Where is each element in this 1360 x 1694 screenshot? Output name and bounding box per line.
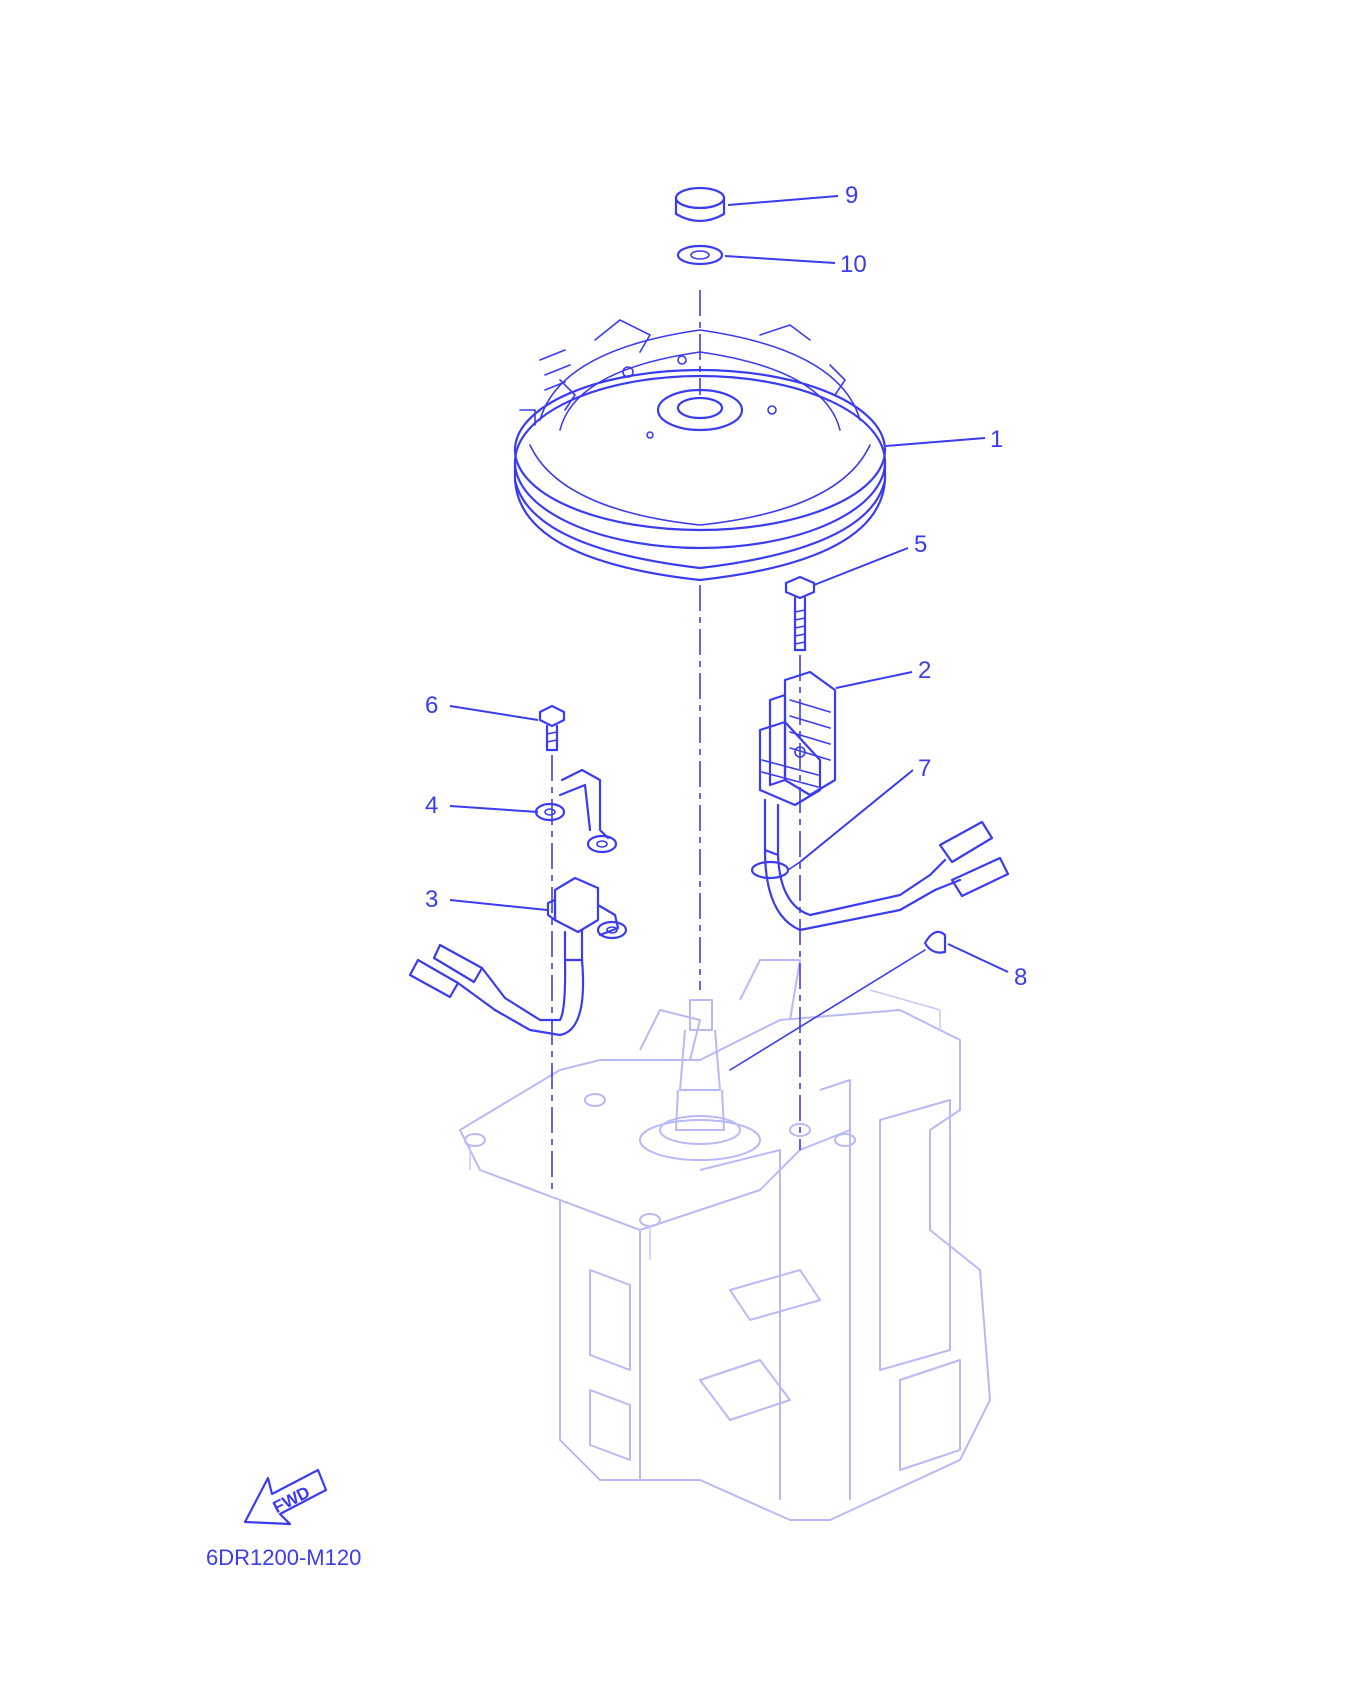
- drawing-code: 6DR1200-M120: [206, 1545, 361, 1570]
- bolt-5: [784, 575, 816, 652]
- leader-6: [449, 705, 539, 721]
- callout-1: 1: [990, 426, 1003, 453]
- charge-coil-leads: [763, 820, 1010, 932]
- callout-4: 4: [425, 792, 438, 819]
- callout-9: 9: [845, 182, 858, 209]
- bolt-6: [538, 704, 566, 752]
- powerhead-block: [459, 959, 991, 1521]
- fwd-arrow-icon: FWD: [243, 1468, 328, 1526]
- fwd-label: FWD: [270, 1483, 313, 1518]
- callout-6: 6: [425, 692, 438, 719]
- crankshaft-end: [639, 999, 761, 1161]
- callout-10: 10: [840, 251, 867, 278]
- callout-3: 3: [425, 886, 438, 913]
- charge-coil: [758, 670, 837, 857]
- leader-10: [724, 255, 836, 264]
- callout-7: 7: [918, 755, 931, 782]
- leader-1: [885, 437, 986, 447]
- key-locator-line: [729, 949, 926, 1071]
- woodruff-key: [923, 930, 947, 954]
- flywheel-nut: [674, 186, 726, 223]
- flywheel-magneto: [513, 319, 887, 582]
- pulser-coil: [546, 876, 628, 962]
- callout-2: 2: [918, 657, 931, 684]
- leader-4: [449, 805, 539, 813]
- callout-5: 5: [914, 531, 927, 558]
- wire-clamp: [750, 860, 801, 880]
- leader-7: [799, 769, 914, 863]
- leader-9: [727, 195, 839, 206]
- flywheel-washer: [676, 244, 724, 266]
- bracket: [534, 768, 618, 854]
- leader-2: [835, 671, 913, 689]
- pulser-coil-leads: [408, 943, 585, 1037]
- leader-5: [813, 547, 909, 586]
- callout-8: 8: [1014, 964, 1027, 991]
- leader-3: [449, 899, 548, 911]
- leader-8: [947, 943, 1009, 973]
